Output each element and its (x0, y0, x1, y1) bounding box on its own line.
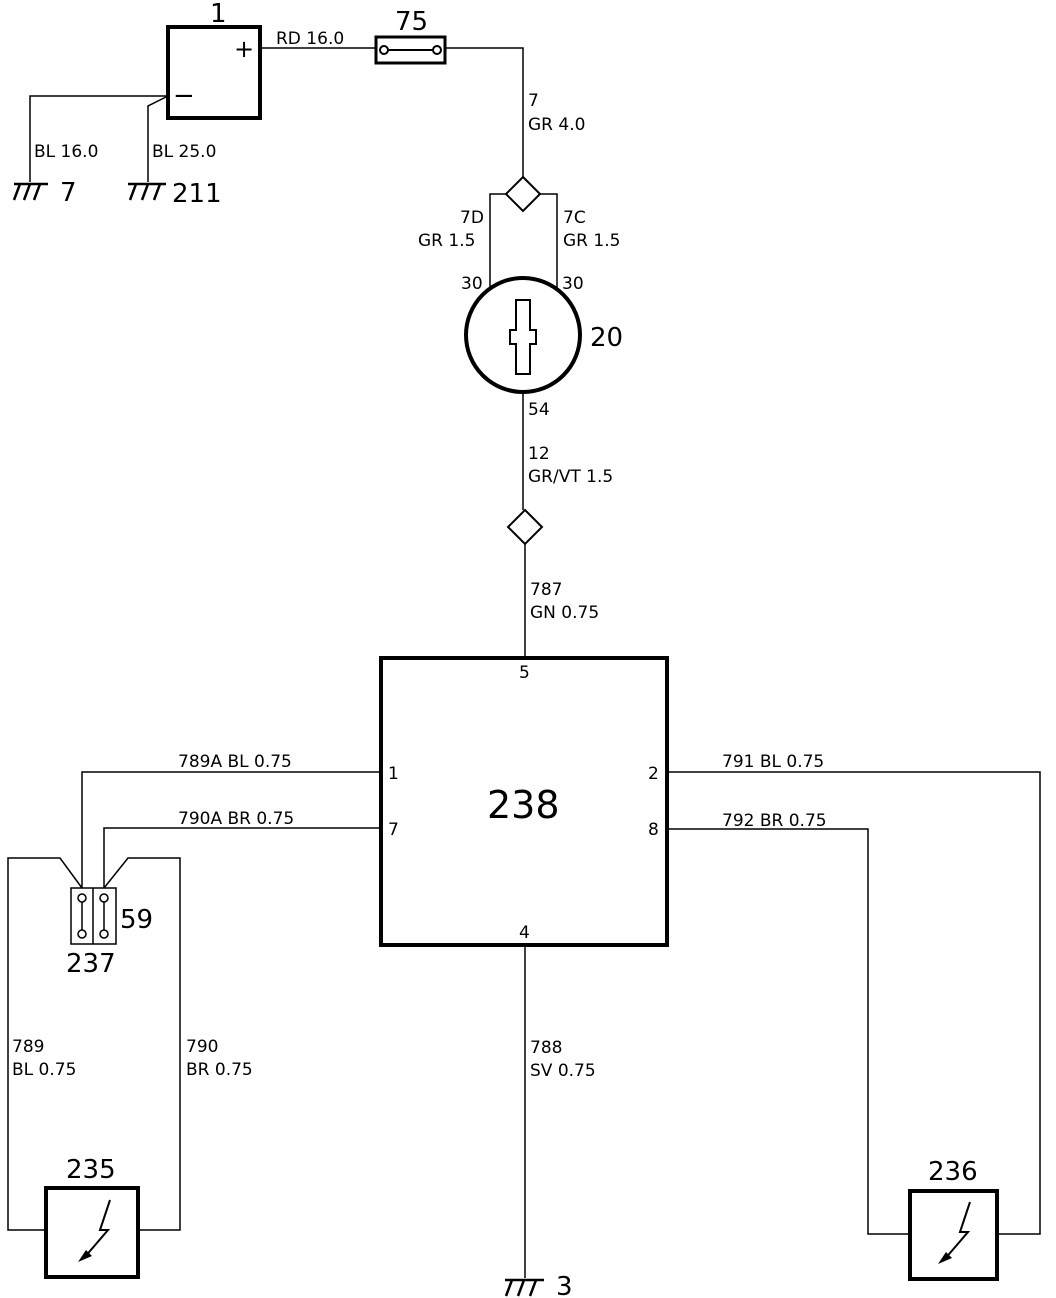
sensor-236-box (908, 1189, 999, 1281)
wire-7d (489, 193, 506, 292)
wire-7 (445, 47, 524, 180)
lightning-icon (78, 1199, 111, 1262)
wire-label-790a: 790A BR 0.75 (178, 809, 294, 829)
wire-label-7-num: 7 (528, 91, 539, 111)
battery-box (166, 25, 262, 120)
wire-label-790-num: 790 (186, 1037, 218, 1057)
cu-pin-7: 7 (388, 820, 399, 840)
wire-label-7c-num: 7C (563, 208, 586, 228)
key-icon (509, 299, 537, 375)
wire-790a (103, 827, 381, 888)
wire-label-791: 791 BL 0.75 (722, 752, 824, 772)
ground-symbol-211 (128, 182, 166, 201)
control-unit-id: 238 (487, 783, 560, 827)
cu-pin-4: 4 (519, 923, 530, 943)
wire-label-bl16: BL 16.0 (34, 142, 98, 162)
wire-789a (81, 771, 381, 888)
splice-top (504, 175, 542, 213)
wire-label-789-spec: BL 0.75 (12, 1060, 76, 1080)
wire-label-12-num: 12 (528, 444, 550, 464)
wire-label-788-spec: SV 0.75 (530, 1061, 596, 1081)
wire-label-789a: 789A BL 0.75 (178, 752, 292, 772)
wire-7c (540, 193, 558, 292)
connector-id: 237 (66, 949, 116, 979)
cu-pin-2: 2 (648, 764, 659, 784)
sensor-236-id: 236 (928, 1157, 978, 1187)
ground-label-7: 7 (60, 178, 77, 208)
ignition-switch-component (464, 276, 582, 394)
ground-symbol-7 (12, 182, 48, 201)
sensor-235-box (44, 1186, 140, 1279)
cu-pin-8: 8 (648, 820, 659, 840)
cu-pin-5: 5 (519, 663, 530, 683)
control-unit-box (379, 656, 669, 947)
wire-789 (7, 857, 83, 1231)
sensor-235-id: 235 (66, 1155, 116, 1185)
wire-label-7-spec: GR 4.0 (528, 115, 585, 135)
ground-label-3: 3 (556, 1272, 573, 1298)
wire-label-789-num: 789 (12, 1037, 44, 1057)
ground-symbol-3 (504, 1278, 544, 1297)
wire-label-787-num: 787 (530, 580, 562, 600)
switch-pin-30-right: 30 (562, 274, 584, 294)
switch-pin-54: 54 (528, 400, 550, 420)
ground-label-211: 211 (172, 179, 222, 209)
wire-label-787-spec: GN 0.75 (530, 603, 599, 623)
wire-label-790-spec: BR 0.75 (186, 1060, 253, 1080)
wire-bl16 (29, 95, 168, 182)
wire-791 (667, 771, 1041, 1235)
wire-label-7c-spec: GR 1.5 (563, 231, 620, 251)
splice-middle (506, 508, 544, 546)
wire-label-bl25: BL 25.0 (152, 142, 216, 162)
battery-component: 1 + − (166, 0, 262, 120)
battery-id: 1 (210, 0, 227, 29)
cu-pin-1: 1 (388, 764, 399, 784)
wire-bl25 (147, 95, 169, 182)
switch-pin-30-left: 30 (461, 274, 483, 294)
wire-label-792: 792 BR 0.75 (722, 811, 827, 831)
battery-minus-sign: − (173, 81, 195, 111)
wire-label-rd16: RD 16.0 (276, 29, 344, 49)
lightning-icon (938, 1201, 971, 1264)
wire-label-7d-spec: GR 1.5 (418, 231, 475, 251)
wire-label-12-spec: GR/VT 1.5 (528, 467, 613, 487)
connector-side-id: 59 (120, 905, 153, 935)
connector-237 (70, 887, 117, 945)
fuse-component (374, 35, 447, 65)
wire-label-7d-num: 7D (460, 208, 484, 228)
battery-plus-sign: + (234, 35, 254, 63)
wire-790 (103, 857, 181, 1231)
fuse-id: 75 (395, 7, 428, 37)
wire-label-788-num: 788 (530, 1038, 562, 1058)
wire-792 (667, 828, 910, 1235)
switch-id: 20 (590, 323, 623, 353)
